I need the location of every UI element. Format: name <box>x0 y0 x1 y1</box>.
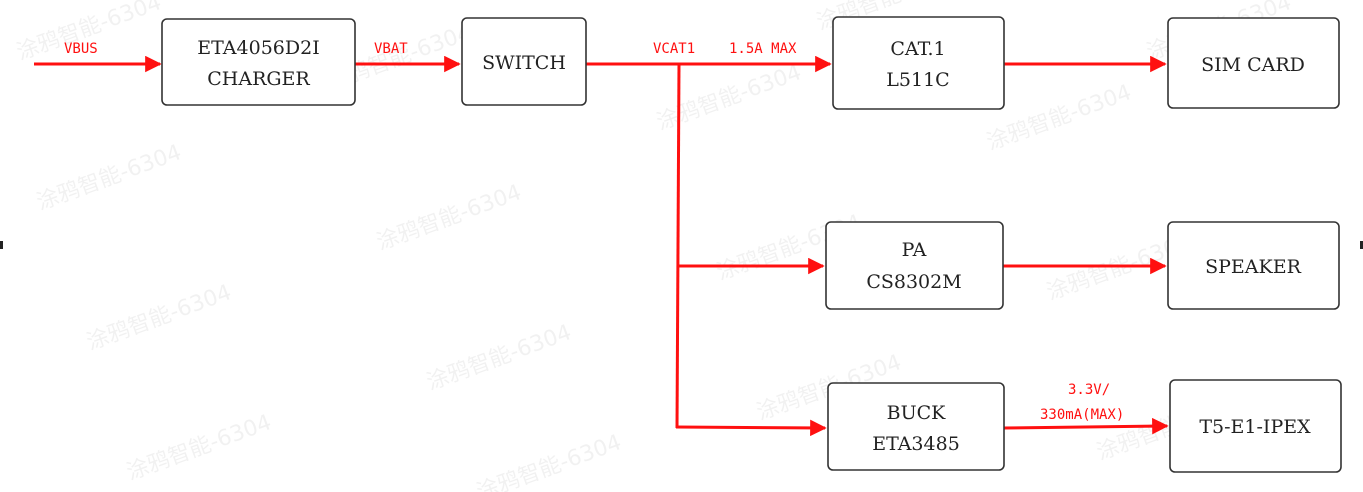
block-pa: PA CS8302M <box>825 221 1004 310</box>
wire-vcat1-trunk <box>675 63 681 429</box>
left-edge-marker <box>0 241 3 249</box>
block-buck: BUCK ETA3485 <box>827 382 1005 471</box>
label-buck-out-current: 330mA(MAX) <box>1040 407 1124 423</box>
wires <box>34 55 1169 437</box>
block-pa-line-1: PA <box>902 239 927 261</box>
block-sim-card: SIM CARD <box>1167 17 1340 109</box>
wire-labels: VBUS VBAT VCAT1 1.5A MAX 3.3V/ 330mA(MAX… <box>64 41 1124 423</box>
wire-vcat1-to-buck <box>675 419 827 437</box>
block-t5-module-label: T5-E1-IPEX <box>1199 416 1311 438</box>
label-vbat: VBAT <box>374 41 408 57</box>
watermark-text: 涂鸦智能-6304 <box>374 180 525 255</box>
block-sim-card-label: SIM CARD <box>1201 54 1305 76</box>
block-cat1: CAT.1 L511C <box>832 16 1005 110</box>
watermark-text: 涂鸦智能-6304 <box>84 280 235 355</box>
wire-buck-to-module <box>1003 417 1169 435</box>
label-buck-out-voltage: 3.3V/ <box>1068 382 1110 398</box>
watermark-text: 涂鸦智能-6304 <box>984 80 1135 155</box>
right-edge-marker <box>1360 241 1363 249</box>
block-buck-line-1: BUCK <box>887 402 947 424</box>
block-speaker-label: SPEAKER <box>1205 256 1301 278</box>
block-switch: SWITCH <box>461 17 587 106</box>
label-vbus: VBUS <box>64 41 98 57</box>
watermark-text: 涂鸦智能-6304 <box>124 410 275 485</box>
block-switch-label: SWITCH <box>482 52 566 74</box>
block-speaker: SPEAKER <box>1167 221 1340 310</box>
block-cat1-line-1: CAT.1 <box>890 38 945 60</box>
label-vcat1: VCAT1 <box>653 41 695 57</box>
watermark-text: 涂鸦智能-6304 <box>34 140 185 215</box>
watermark-text: 涂鸦智能-6304 <box>424 320 575 395</box>
watermark-text: 涂鸦智能-6304 <box>654 60 805 135</box>
block-charger-line-2: CHARGER <box>207 68 310 90</box>
watermark-text: 涂鸦智能-6304 <box>474 430 625 492</box>
block-cat1-line-2: L511C <box>886 69 949 91</box>
block-charger-line-1: ETA4056D2I <box>197 37 319 59</box>
block-buck-line-2: ETA3485 <box>872 433 960 455</box>
block-pa-line-2: CS8302M <box>866 271 961 293</box>
label-current-max: 1.5A MAX <box>729 41 797 57</box>
block-t5-module: T5-E1-IPEX <box>1169 379 1342 473</box>
block-charger: ETA4056D2I CHARGER <box>161 18 356 106</box>
